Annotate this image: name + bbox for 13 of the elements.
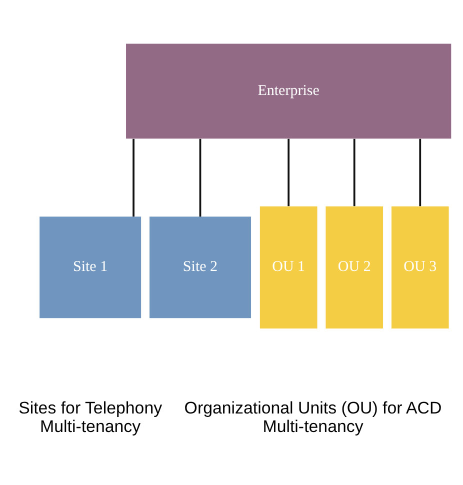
node-box: OU 1 bbox=[260, 206, 318, 328]
node-box: Enterprise bbox=[126, 44, 452, 139]
label: Organizational Units (OU) for ACD Multi-tenancy bbox=[184, 398, 442, 436]
node-box: OU 3 bbox=[391, 206, 449, 328]
connector bbox=[419, 138, 422, 206]
connector bbox=[132, 138, 134, 217]
node-box: OU 2 bbox=[326, 206, 384, 328]
connector bbox=[353, 138, 356, 206]
connector bbox=[199, 138, 202, 217]
label: Sites for Telephony Multi-tenancy bbox=[18, 398, 162, 436]
connector bbox=[288, 138, 290, 206]
node-box: Site 1 bbox=[40, 216, 142, 318]
node-box: Site 2 bbox=[150, 216, 251, 318]
